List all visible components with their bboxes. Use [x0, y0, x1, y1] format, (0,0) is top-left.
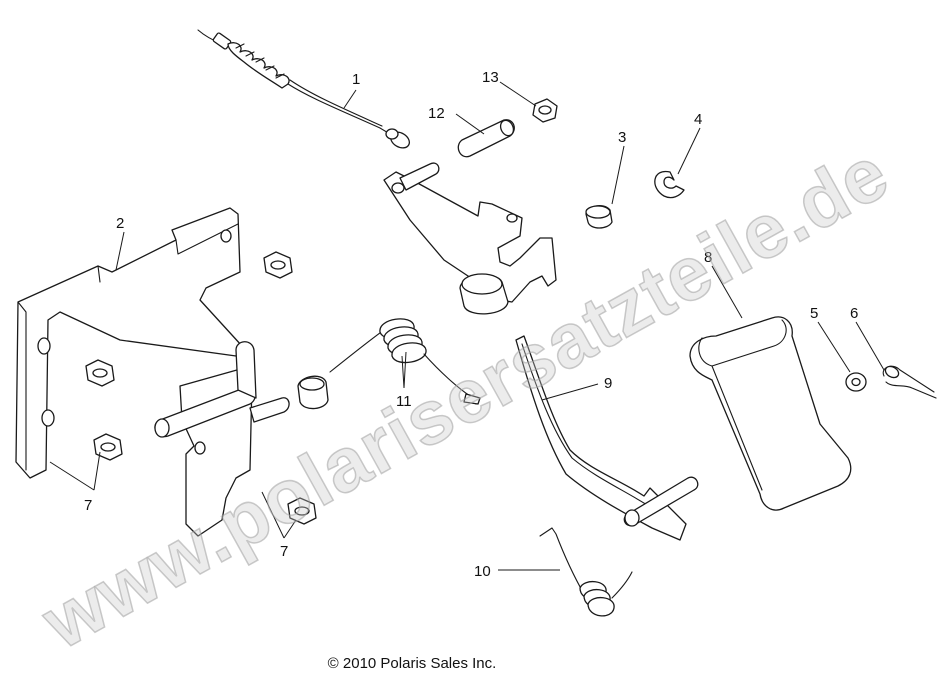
callout-3: 3: [618, 129, 626, 146]
callout-1: 1: [352, 71, 360, 88]
part-1-cable: [197, 29, 410, 149]
copyright-notice: © 2010 Polaris Sales Inc.: [0, 655, 948, 672]
part-3-bushing: [585, 204, 613, 229]
callout-6: 6: [850, 305, 858, 322]
callout-2: 2: [116, 215, 124, 232]
part-9-pedal-arm: [383, 162, 699, 541]
part-11-spring: [329, 318, 481, 405]
callout-8: 8: [704, 249, 712, 266]
callout-7-right: 7: [280, 543, 288, 560]
callout-5: 5: [810, 305, 818, 322]
part-8-pedal-pad: [689, 316, 852, 511]
part-12-spacer: [457, 119, 515, 158]
callout-13: 13: [482, 69, 499, 86]
part-13-nut: [532, 98, 558, 123]
part-7-nuts: [85, 251, 317, 525]
callout-12: 12: [428, 105, 445, 122]
callout-10: 10: [474, 563, 491, 580]
leader-lines: [49, 81, 885, 571]
part-11-bushing: [297, 375, 329, 410]
part-5-washer: [845, 372, 867, 392]
callout-labels: 1 2 3 4 5 6 7 7 8 9 10 11 12 13: [84, 69, 858, 580]
part-4-clip: [654, 170, 685, 199]
callout-4: 4: [694, 111, 702, 128]
copyright-text: © 2010 Polaris Sales Inc.: [327, 655, 497, 672]
part-10-spring: [539, 527, 633, 617]
callout-7-left: 7: [84, 497, 92, 514]
part-6-hairpin: [882, 365, 937, 399]
callout-9: 9: [604, 375, 612, 392]
callout-11: 11: [396, 393, 412, 410]
part-2-bracket: [15, 207, 290, 537]
